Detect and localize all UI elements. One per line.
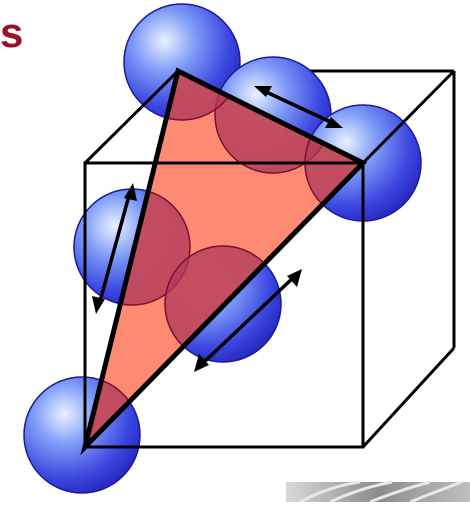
photo-thumbnail-fragment <box>286 482 470 502</box>
edge-bottom-right <box>363 348 454 447</box>
page-title-fragment: s <box>0 12 23 54</box>
